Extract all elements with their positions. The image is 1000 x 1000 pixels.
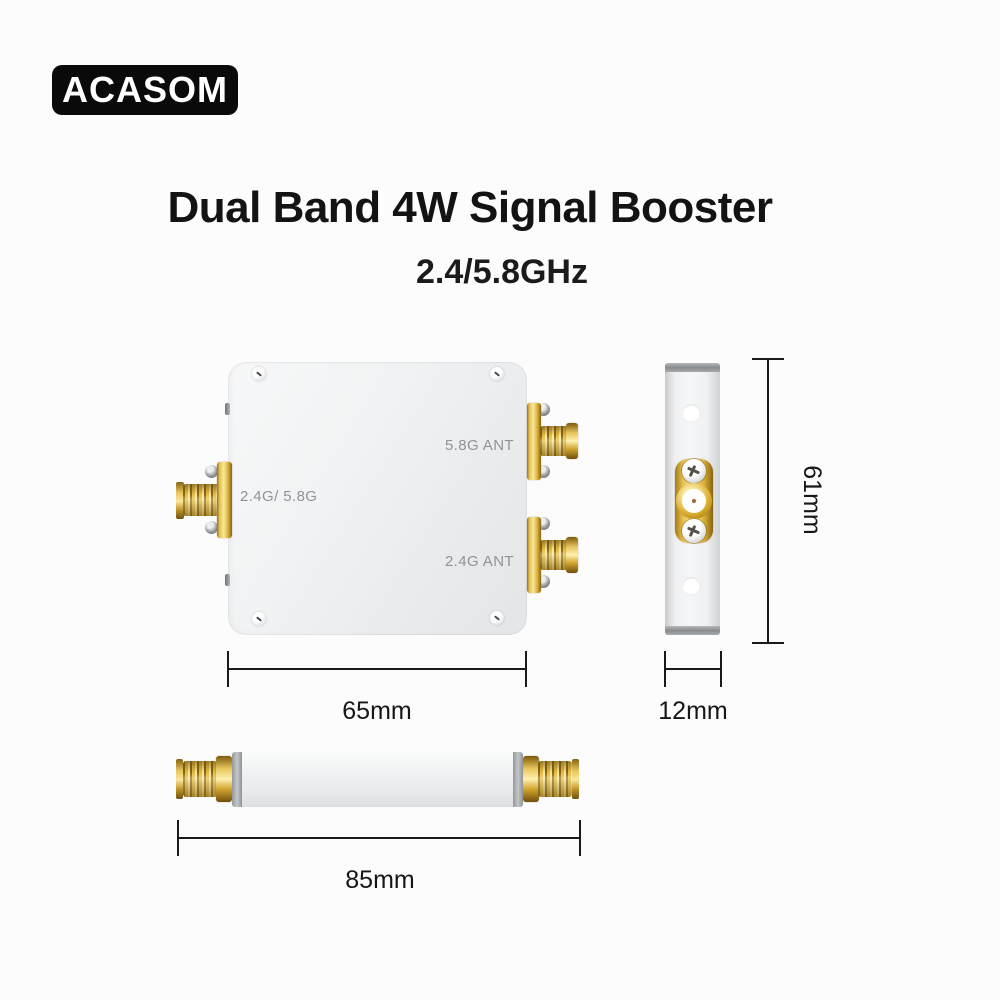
bottom-body <box>232 752 523 807</box>
edge-screw <box>225 574 230 586</box>
flange-screw-icon <box>682 519 706 543</box>
dimension-line <box>227 668 527 670</box>
edge-screw <box>225 403 230 415</box>
brand-badge: ACASOM <box>52 65 238 115</box>
dimension-label-12mm: 12mm <box>658 697 728 725</box>
sma-flange-screw <box>205 521 218 534</box>
port-label-5g-ant: 5.8G ANT <box>444 437 514 454</box>
side-bottom-cap <box>665 626 720 635</box>
dimension-label-65mm: 65mm <box>342 697 412 725</box>
sma-tip <box>572 759 579 799</box>
side-top-cap <box>665 363 720 372</box>
port-label-2g-ant: 2.4G ANT <box>444 553 514 570</box>
sma-input-threads <box>183 484 220 516</box>
sma-2g-nut <box>566 537 578 573</box>
sma-center-pin <box>692 499 696 503</box>
port-label-combined: 2.4G/ 5.8G <box>240 488 318 505</box>
sma-threads <box>183 761 217 797</box>
dimension-label-85mm: 85mm <box>345 866 415 894</box>
sma-input-tip <box>176 482 184 519</box>
brand-logo-text: ACASOM <box>62 69 228 110</box>
dimension-line <box>664 668 722 670</box>
dimension-label-61mm: 61mm <box>798 465 826 535</box>
dimension-line <box>767 358 769 644</box>
sma-2g-flange <box>527 517 541 593</box>
sma-threads <box>538 761 572 797</box>
sma-hex-nut <box>523 756 539 802</box>
corner-screw-icon <box>252 612 266 626</box>
mounting-hole <box>682 577 701 596</box>
corner-screw-icon <box>252 367 266 381</box>
bottom-right-cap <box>513 752 523 807</box>
product-subtitle: 2.4/5.8GHz <box>416 253 588 291</box>
sma-side-flange <box>675 459 713 543</box>
sma-hex-nut <box>216 756 232 802</box>
dimension-line <box>177 837 581 839</box>
sma-tip <box>176 759 183 799</box>
sma-input-flange <box>217 462 232 538</box>
sma-2g-threads <box>540 540 568 570</box>
sma-port-face <box>676 483 712 519</box>
corner-screw-icon <box>490 367 504 381</box>
sma-flange-screw <box>205 465 218 478</box>
mounting-hole <box>682 404 701 423</box>
product-title: Dual Band 4W Signal Booster <box>167 183 773 232</box>
sma-5g-threads <box>540 426 568 456</box>
sma-5g-flange <box>527 403 541 480</box>
flange-screw-icon <box>682 459 706 483</box>
bottom-left-cap <box>232 752 242 807</box>
sma-5g-nut <box>566 423 578 459</box>
corner-screw-icon <box>490 611 504 625</box>
device-enclosure <box>225 362 527 635</box>
